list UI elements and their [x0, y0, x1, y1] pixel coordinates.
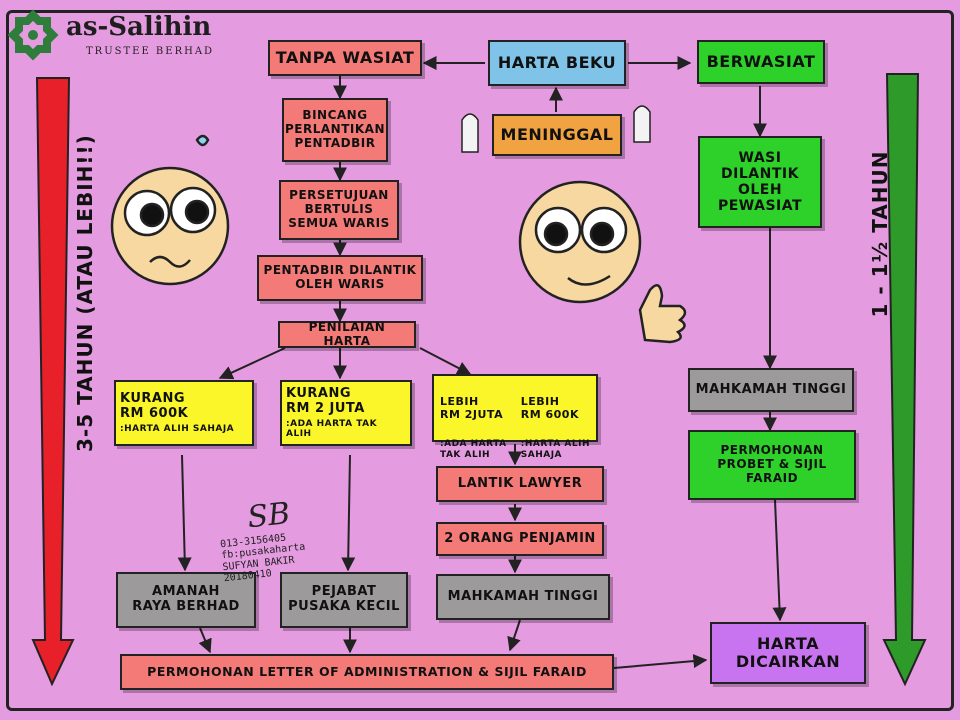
kurang-600k-note: :HARTA ALIH SAHAJA	[120, 423, 235, 434]
lebih-2juta-note: :ADA HARTA TAK ALIH	[440, 439, 507, 460]
signature-initials: SB	[245, 496, 292, 536]
kurang-600k-title: KURANG RM 600K	[120, 390, 189, 421]
lebih-2juta-col: LEBIH RM 2JUTA :ADA HARTA TAK ALIH	[440, 380, 507, 476]
lebih-600k-title: LEBIH RM 600K	[520, 395, 579, 421]
mahkamah-tinggi-right-box: MAHKAMAH TINGGI	[688, 368, 854, 412]
happy-face-icon	[518, 180, 687, 344]
right-timeline-arrow	[882, 73, 927, 687]
pentadbir-box: PENTADBIR DILANTIK OLEH WARIS	[257, 255, 423, 301]
permohonan-probet-box: PERMOHONAN PROBET & SIJIL FARAID	[688, 430, 856, 500]
right-duration-label: 1 - 1½ TAHUN	[868, 150, 892, 318]
kurang-600k-box: KURANG RM 600K :HARTA ALIH SAHAJA	[114, 380, 254, 446]
penilaian-box: PENILAIAN HARTA	[278, 320, 416, 348]
dua-orang-penjamin-box: 2 ORANG PENJAMIN	[436, 522, 604, 556]
berwasiat-box: BERWASIAT	[697, 40, 825, 84]
logo-tagline: TRUSTEE BERHAD	[86, 46, 215, 57]
author-signature: SB 013-3156405 fb:pusakaharta SUFYAN BAK…	[216, 496, 308, 585]
gravestone-right-icon	[633, 105, 651, 143]
lebih-2juta-title: LEBIH RM 2JUTA	[440, 395, 504, 421]
mahkamah-tinggi-left-box: MAHKAMAH TINGGI	[436, 574, 610, 620]
star-logo-icon	[7, 9, 59, 61]
left-duration-label: 3-5 TAHUN (ATAU LEBIH!!)	[73, 134, 97, 452]
arrow-kurang2-to-pejabat	[341, 454, 356, 572]
kurang-2juta-note: :ADA HARTA TAK ALIH	[286, 418, 378, 439]
arrow-letter-to-dicairkan	[613, 654, 708, 669]
logo-name: as-Salihin	[66, 12, 212, 42]
lebih-box: LEBIH RM 2JUTA :ADA HARTA TAK ALIH LEBIH…	[432, 374, 598, 460]
kurang-2juta-box: KURANG RM 2 JUTA :ADA HARTA TAK ALIH	[280, 380, 412, 446]
company-logo: as-Salihin TRUSTEE BERHAD	[4, 6, 244, 64]
lantik-lawyer-box: LANTIK LAWYER	[436, 466, 604, 502]
arrow-penilaian-to-lebih	[419, 347, 472, 375]
tanpa-wasiat-box: TANPA WASIAT	[268, 40, 422, 76]
lebih-600k-col: LEBIH RM 600K :HARTA ALIH SAHAJA	[521, 380, 590, 476]
arrow-penilaian-to-kurang1	[218, 347, 286, 380]
left-timeline-arrow	[31, 77, 75, 687]
harta-dicairkan-box: HARTA DICAIRKAN	[710, 622, 866, 684]
arrow-permohonan-to-dicairkan	[772, 499, 787, 622]
amanah-raya-box: AMANAH RAYA BERHAD	[116, 572, 256, 628]
arrow-mahkamah-to-letter	[507, 619, 521, 652]
arrow-amanah-to-letter	[198, 627, 212, 654]
permohonan-letter-box: PERMOHONAN LETTER OF ADMINISTRATION & SI…	[120, 654, 614, 690]
wasi-box: WASI DILANTIK OLEH PEWASIAT	[698, 136, 822, 228]
harta-beku-box: HARTA BEKU	[488, 40, 626, 86]
gravestone-left-icon	[461, 113, 479, 153]
meninggal-box: MENINGGAL	[492, 114, 622, 156]
bincang-box: BINCANG PERLANTIKAN PENTADBIR	[282, 98, 388, 162]
outer-frame	[6, 10, 954, 711]
worried-face-icon	[110, 134, 230, 286]
kurang-2juta-title: KURANG RM 2 JUTA	[286, 385, 365, 416]
pejabat-pusaka-kecil-box: PEJABAT PUSAKA KECIL	[280, 572, 408, 628]
lebih-600k-note: :HARTA ALIH SAHAJA	[520, 439, 590, 460]
persetujuan-box: PERSETUJUAN BERTULIS SEMUA WARIS	[279, 180, 399, 240]
arrow-kurang1-to-amanah	[177, 454, 192, 572]
